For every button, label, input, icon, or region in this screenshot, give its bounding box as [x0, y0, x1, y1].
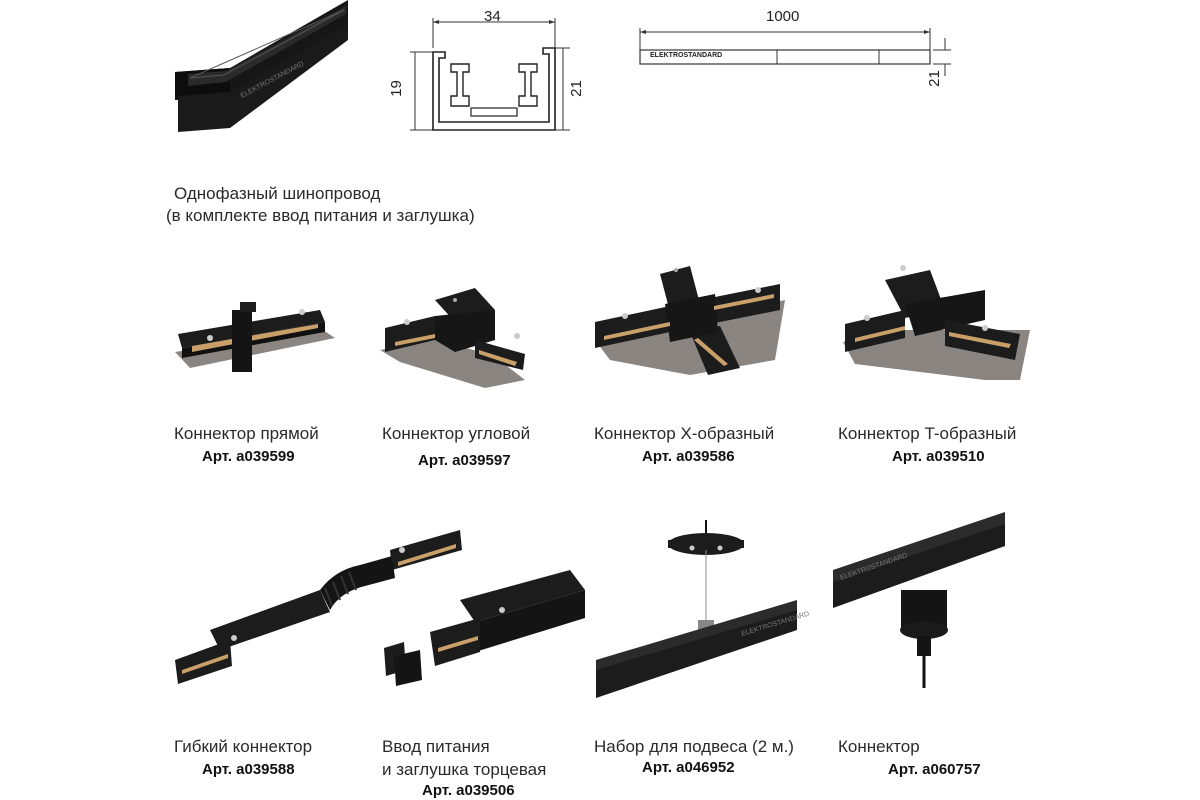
dim-right-height-label: 21: [567, 80, 585, 97]
straight-connector-image: [175, 302, 335, 372]
pendant-connector-image: ELEKTROSTANDARD: [833, 512, 1005, 688]
product-name-flexible: Гибкий коннектор: [174, 737, 313, 756]
product-name-corner: Коннектор угловой: [382, 424, 531, 443]
dim-length-height-label: 21: [925, 70, 943, 87]
t-connector-image: [843, 265, 1030, 380]
product-art-pendant-connector: Арт. a060757: [888, 761, 981, 778]
power-feed-endcap-image: [384, 570, 585, 686]
product-name-power-feed-line2: и заглушка торцевая: [382, 760, 547, 779]
product-name-pendant-connector: Коннектор: [838, 737, 920, 756]
product-art-t: Арт. a039510: [892, 448, 985, 465]
product-name-x: Коннектор X-образный: [594, 424, 775, 443]
product-art-straight: Арт. a039599: [202, 448, 295, 465]
product-name-power-feed: Ввод питания: [382, 737, 490, 756]
product-name-t: Коннектор T-образный: [838, 424, 1017, 443]
product-name-straight: Коннектор прямой: [174, 424, 319, 443]
corner-connector-image: [380, 288, 525, 388]
product-art-corner: Арт. a039597: [418, 452, 511, 469]
dim-width-label: 34: [484, 8, 501, 25]
product-art-x: Арт. a039586: [642, 448, 735, 465]
track-cross-section-drawing: [410, 18, 570, 131]
dim-left-height-label: 19: [387, 80, 405, 97]
track-title: Однофазный шинопровод: [174, 184, 381, 203]
dim-length-label: 1000: [766, 8, 800, 25]
x-connector-image: [595, 266, 785, 375]
track-rail-image: ELEKTROSTANDARD: [175, 0, 348, 132]
flexible-connector-image: [175, 530, 462, 684]
length-drawing-brand: ELEKTROSTANDARD: [650, 52, 723, 59]
product-art-suspension: Арт. a046952: [642, 759, 735, 776]
product-art-power-feed: Арт. a039506: [422, 782, 515, 799]
track-subtitle: (в комплекте ввод питания и заглушка): [166, 206, 475, 225]
product-name-suspension: Набор для подвеса (2 м.): [594, 737, 794, 756]
suspension-kit-image: ELEKTROSTANDARD: [596, 520, 810, 698]
track-length-drawing: [639, 28, 951, 76]
product-art-flexible: Арт. a039588: [202, 761, 295, 778]
